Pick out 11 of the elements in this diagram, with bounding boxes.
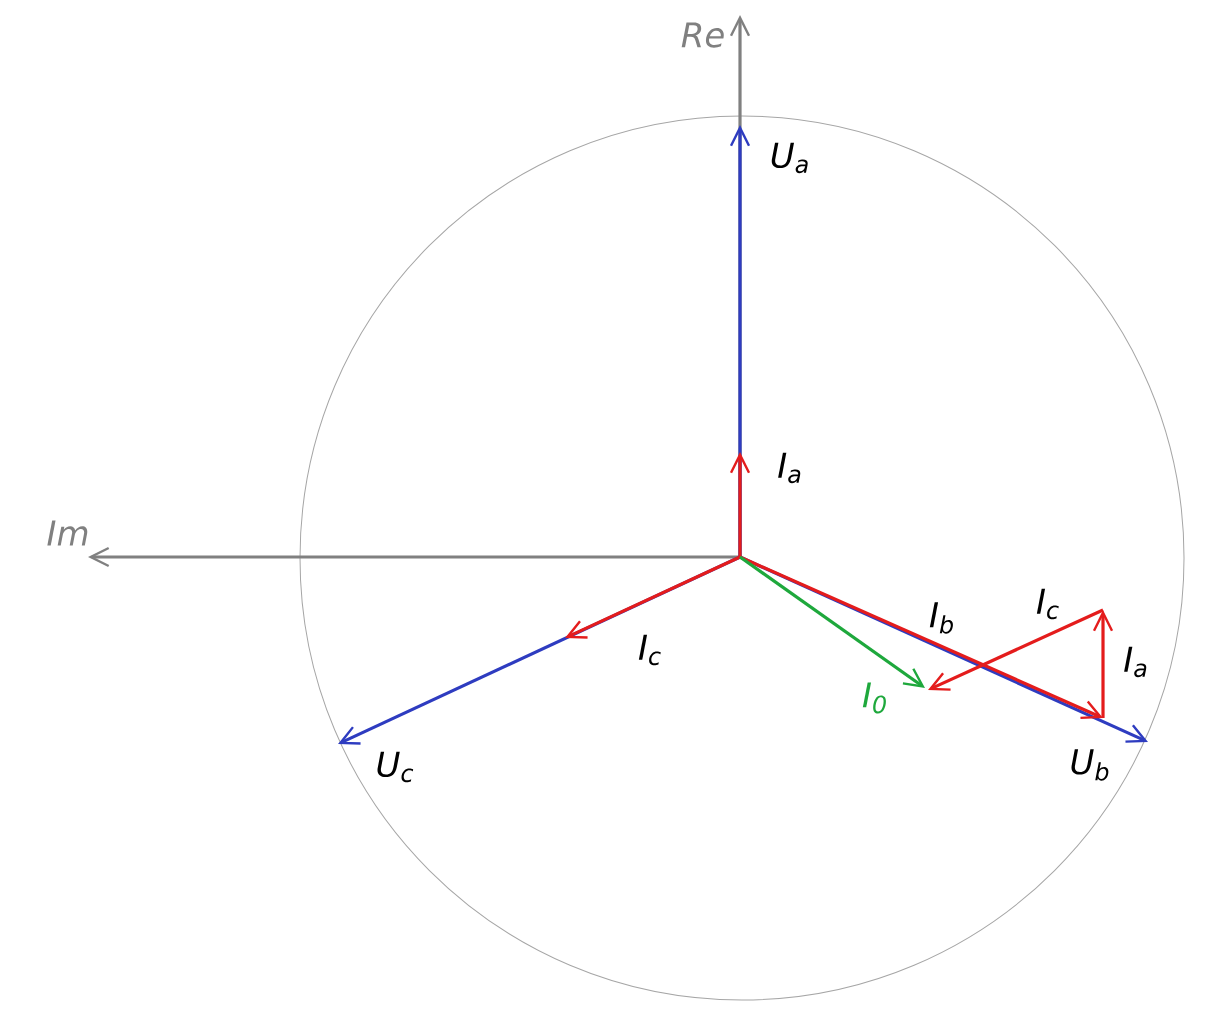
phasor-label: U$_{c}$ — [377, 751, 414, 783]
phasor-label: U$_{b}$ — [1071, 749, 1109, 781]
phasor-label: U$_{a}$ — [771, 142, 808, 174]
phasor-label: I$_{c}$ — [638, 634, 661, 666]
axis-label: Im — [47, 520, 88, 546]
phasor-label: I$_{a}$ — [778, 452, 801, 484]
phasor-label: I$_{a}$ — [1124, 646, 1147, 678]
phasor-label: I$_{c}$ — [1036, 588, 1059, 620]
phasor-label: I$_{b}$ — [929, 602, 953, 634]
axis-label: Re — [681, 22, 724, 48]
phasor-label: I$_{0}$ — [862, 682, 886, 714]
